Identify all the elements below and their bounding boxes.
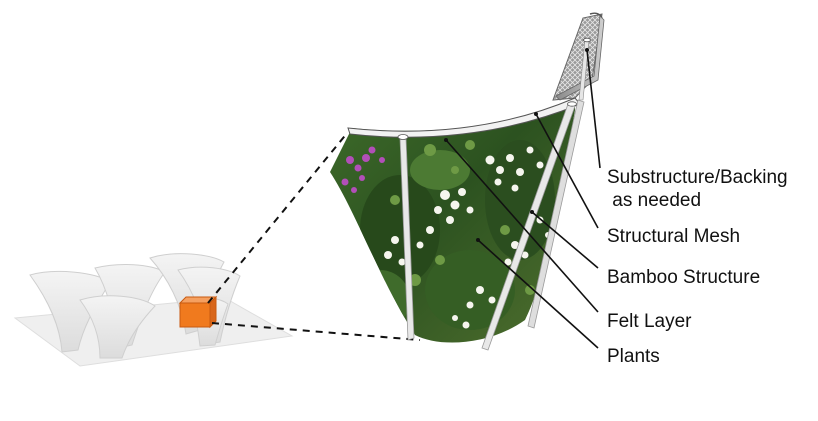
leader-plants xyxy=(477,239,599,349)
structural-mesh-strip xyxy=(555,15,605,101)
site-model xyxy=(13,253,294,367)
callout-plants: Plants xyxy=(607,346,660,367)
leader-felt-layer xyxy=(445,139,599,313)
callout-substructure-line1: Substructure/Backing xyxy=(607,167,788,188)
leader-substructure xyxy=(586,49,601,169)
leader-lines xyxy=(445,49,601,349)
leader-bamboo-structure xyxy=(531,211,599,269)
bamboo-poles xyxy=(397,37,591,351)
callout-felt-layer: Felt Layer xyxy=(607,311,692,332)
callout-substructure-line2: as needed xyxy=(607,190,702,211)
highlight-cube xyxy=(179,302,211,328)
green-wall-panel xyxy=(330,12,605,351)
leader-endpoints xyxy=(444,48,589,242)
callout-substructure: Substructure/Backing as needed xyxy=(607,166,788,212)
leader-structural-mesh xyxy=(535,113,599,229)
callout-bamboo-structure: Bamboo Structure xyxy=(607,267,761,288)
callout-structural-mesh: Structural Mesh xyxy=(607,226,741,247)
projection-lines xyxy=(207,131,421,341)
